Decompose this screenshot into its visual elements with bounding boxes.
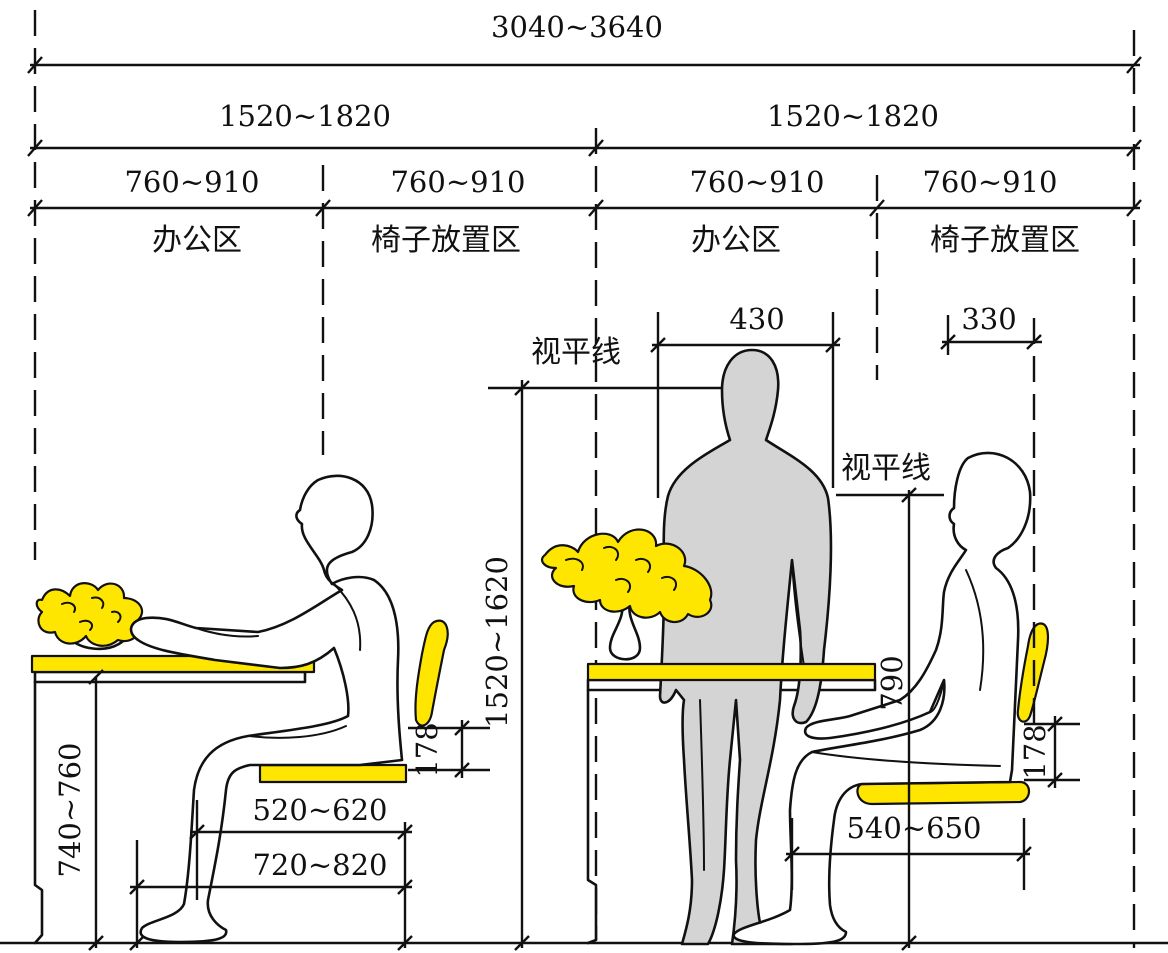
zone-width-4-label: 760~910 <box>922 165 1057 199</box>
zone-width-3-label: 760~910 <box>689 165 824 199</box>
left-desk-underside <box>33 670 307 684</box>
desk-height-label: 740~760 <box>53 742 87 877</box>
seated-width-label: 330 <box>961 302 1016 336</box>
zone-width-2-label: 760~910 <box>390 165 525 199</box>
right-seated-person-body <box>732 451 1032 946</box>
left-desk-height-dim: 740~760 <box>53 669 104 951</box>
right-seated-person <box>732 451 1032 946</box>
left-seated-person <box>129 474 404 944</box>
knee-space-label: 720~820 <box>252 848 387 882</box>
seated-eye-height-label: 790 <box>875 655 909 710</box>
right-seat-depth-label: 540~650 <box>846 811 981 845</box>
left-seat-depth-dim: 520~620 <box>189 793 413 948</box>
left-seated-person-body <box>129 474 404 944</box>
left-knee-space-dim: 720~820 <box>129 840 413 951</box>
left-backrest-gap-dim: 178 <box>408 720 490 778</box>
seated-eye-height-dim: 790 视平线 <box>836 451 944 951</box>
left-desk-side-panel <box>33 680 44 945</box>
half-width-left-label: 1520~1820 <box>219 99 391 133</box>
right-plant <box>540 528 877 682</box>
left-chair-seat <box>258 763 408 784</box>
zone-office-right: 办公区 <box>691 223 781 258</box>
vase <box>608 598 642 661</box>
right-desk-top <box>586 662 877 682</box>
standing-eye-height-dim: 1520~1620 视平线 <box>480 335 725 951</box>
total-width-label: 3040~3640 <box>491 10 663 44</box>
right-backrest-gap-dim: 178 <box>1018 716 1080 788</box>
zone-chair-left: 椅子放置区 <box>371 223 521 258</box>
seated-width-dim: 330 <box>940 302 1042 725</box>
zone-office-left: 办公区 <box>152 223 242 258</box>
standing-sightline-label: 视平线 <box>531 335 621 370</box>
left-chair <box>258 619 449 784</box>
backrest-gap-left-label: 178 <box>410 722 444 777</box>
seat-depth-label: 520~620 <box>252 793 387 827</box>
zone-chair-right: 椅子放置区 <box>930 223 1080 258</box>
standing-eye-height-label: 1520~1620 <box>480 556 514 728</box>
horizontal-dimensions: 3040~3640 1520~1820 1520~1820 760~910 76… <box>27 10 1142 217</box>
right-chair-seat <box>856 780 1031 806</box>
backrest-gap-right-label: 178 <box>1018 724 1052 779</box>
left-plant <box>35 582 144 651</box>
left-chair-backrest <box>414 619 449 727</box>
zone-width-1-label: 760~910 <box>124 165 259 199</box>
right-plant-leaves <box>540 528 713 624</box>
right-seat-depth-dim: 540~650 <box>784 811 1032 890</box>
seated-sightline-label: 视平线 <box>841 451 931 486</box>
zone-labels: 办公区 椅子放置区 办公区 椅子放置区 <box>152 223 1080 258</box>
half-width-right-label: 1520~1820 <box>767 99 939 133</box>
shoulder-width-dim: 430 <box>650 302 841 498</box>
left-plant-leaves <box>35 582 144 647</box>
shoulder-width-label: 430 <box>729 302 784 336</box>
right-desk-side-panel <box>586 688 598 945</box>
